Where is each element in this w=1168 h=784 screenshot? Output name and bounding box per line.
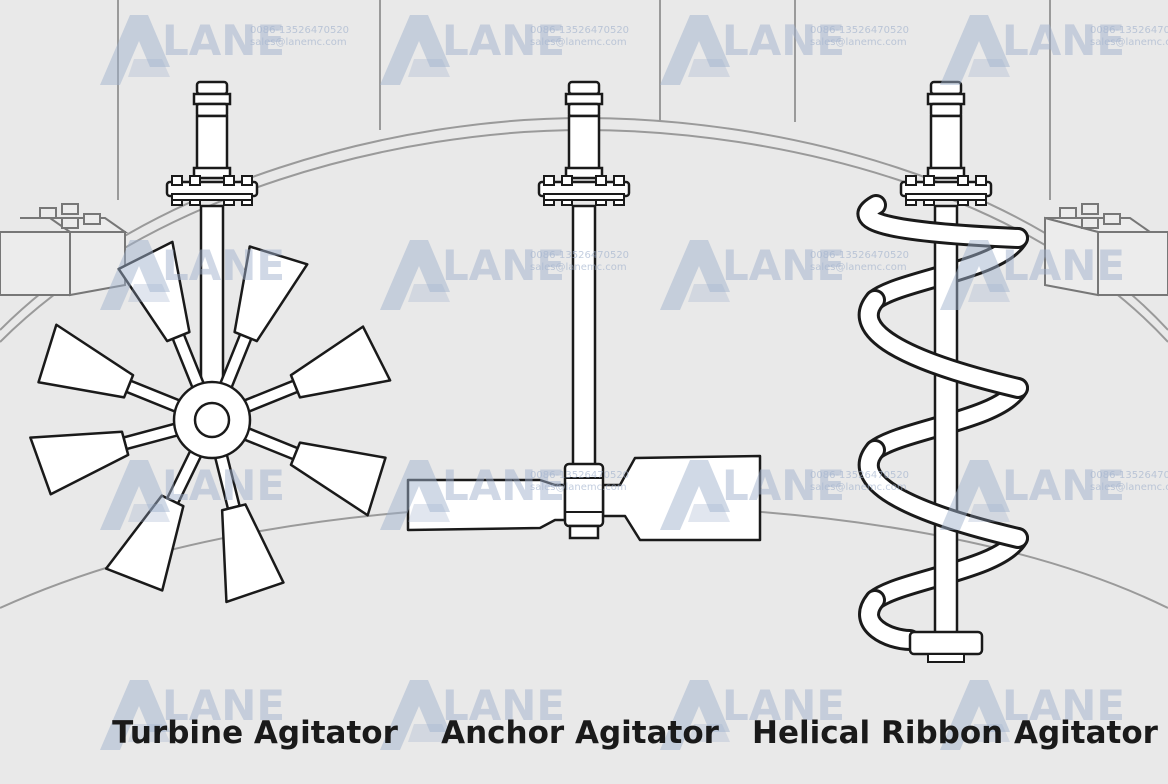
helical-ribbon-agitator: [856, 82, 1029, 663]
watermark-brand: LANE: [162, 241, 285, 290]
watermark-brand: LANE: [442, 681, 565, 730]
watermark-brand: LANE: [442, 16, 565, 65]
watermark-email: sales@lanemc.com: [530, 482, 627, 493]
watermark-brand: LANE: [1002, 16, 1125, 65]
watermark-phone: 0086-13526470520: [1090, 25, 1168, 36]
watermark-brand: LANE: [1002, 241, 1125, 290]
watermark-phone: 0086-13526470520: [810, 250, 909, 261]
watermark-phone: 0086-13526470520: [250, 25, 349, 36]
watermark-brand: LANE: [442, 241, 565, 290]
caption-turbine-agitator: Turbine Agitator: [112, 715, 398, 751]
watermark-email: sales@lanemc.com: [1090, 37, 1168, 48]
watermark-phone: 0086-13526470520: [810, 470, 909, 481]
turbine-agitator: [29, 82, 392, 604]
watermark-phone: 0086-13526470520: [530, 250, 629, 261]
watermark-group: LANE 0086-13526470520 sales@lanemc.com L…: [100, 15, 1168, 750]
watermark-brand: LANE: [722, 16, 845, 65]
caption-helical-ribbon-agitator: Helical Ribbon Agitator: [752, 715, 1158, 751]
watermark-email: sales@lanemc.com: [530, 262, 627, 273]
watermark-email: sales@lanemc.com: [250, 37, 347, 48]
watermark-email: sales@lanemc.com: [810, 37, 907, 48]
watermark-phone: 0086-13526470520: [1090, 470, 1168, 481]
left-support-bracket: [0, 203, 129, 297]
watermark-email: sales@lanemc.com: [810, 482, 907, 493]
watermark-phone: 0086-13526470520: [810, 25, 909, 36]
watermark-phone: 0086-13526470520: [530, 25, 629, 36]
right-support-bracket: [1044, 203, 1168, 297]
watermark-brand: LANE: [442, 461, 565, 510]
watermark-brand: LANE: [162, 461, 285, 510]
watermark-phone: 0086-13526470520: [530, 470, 629, 481]
watermark-brand: LANE: [162, 16, 285, 65]
watermark-brand: LANE: [162, 681, 285, 730]
watermark-email: sales@lanemc.com: [1090, 482, 1168, 493]
caption-anchor-agitator: Anchor Agitator: [441, 715, 719, 751]
watermark-brand: LANE: [1002, 461, 1125, 510]
watermark-email: sales@lanemc.com: [810, 262, 907, 273]
watermark-brand: LANE: [722, 241, 845, 290]
watermark-brand: LANE: [722, 461, 845, 510]
watermark-brand: LANE: [722, 681, 845, 730]
watermark-brand: LANE: [1002, 681, 1125, 730]
watermark-email: sales@lanemc.com: [530, 37, 627, 48]
